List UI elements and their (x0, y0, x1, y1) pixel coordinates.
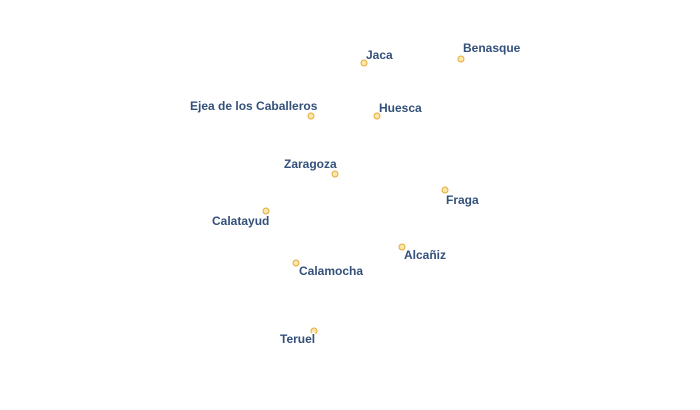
city-marker-huesca[interactable] (373, 112, 381, 120)
city-marker-teruel[interactable] (310, 327, 318, 335)
city-label-ejea: Ejea de los Caballeros (190, 99, 318, 113)
city-marker-calatayud[interactable] (262, 207, 270, 215)
city-marker-alcaniz[interactable] (398, 243, 406, 251)
city-marker-ejea[interactable] (307, 112, 315, 120)
city-label-huesca: Huesca (379, 101, 422, 115)
city-marker-benasque[interactable] (457, 55, 465, 63)
city-label-alcaniz: Alcañiz (404, 248, 447, 262)
city-marker-fraga[interactable] (441, 186, 449, 194)
city-label-teruel: Teruel (280, 332, 316, 346)
city-marker-calamocha[interactable] (292, 259, 300, 267)
city-label-benasque: Benasque (463, 41, 521, 55)
city-label-jaca: Jaca (366, 48, 393, 62)
city-label-fraga: Fraga (446, 193, 479, 207)
city-label-calatayud: Calatayud (212, 214, 270, 228)
city-marker-jaca[interactable] (360, 59, 368, 67)
city-marker-zaragoza[interactable] (331, 170, 339, 178)
city-label-zaragoza: Zaragoza (284, 157, 337, 171)
city-label-calamocha: Calamocha (299, 264, 364, 278)
